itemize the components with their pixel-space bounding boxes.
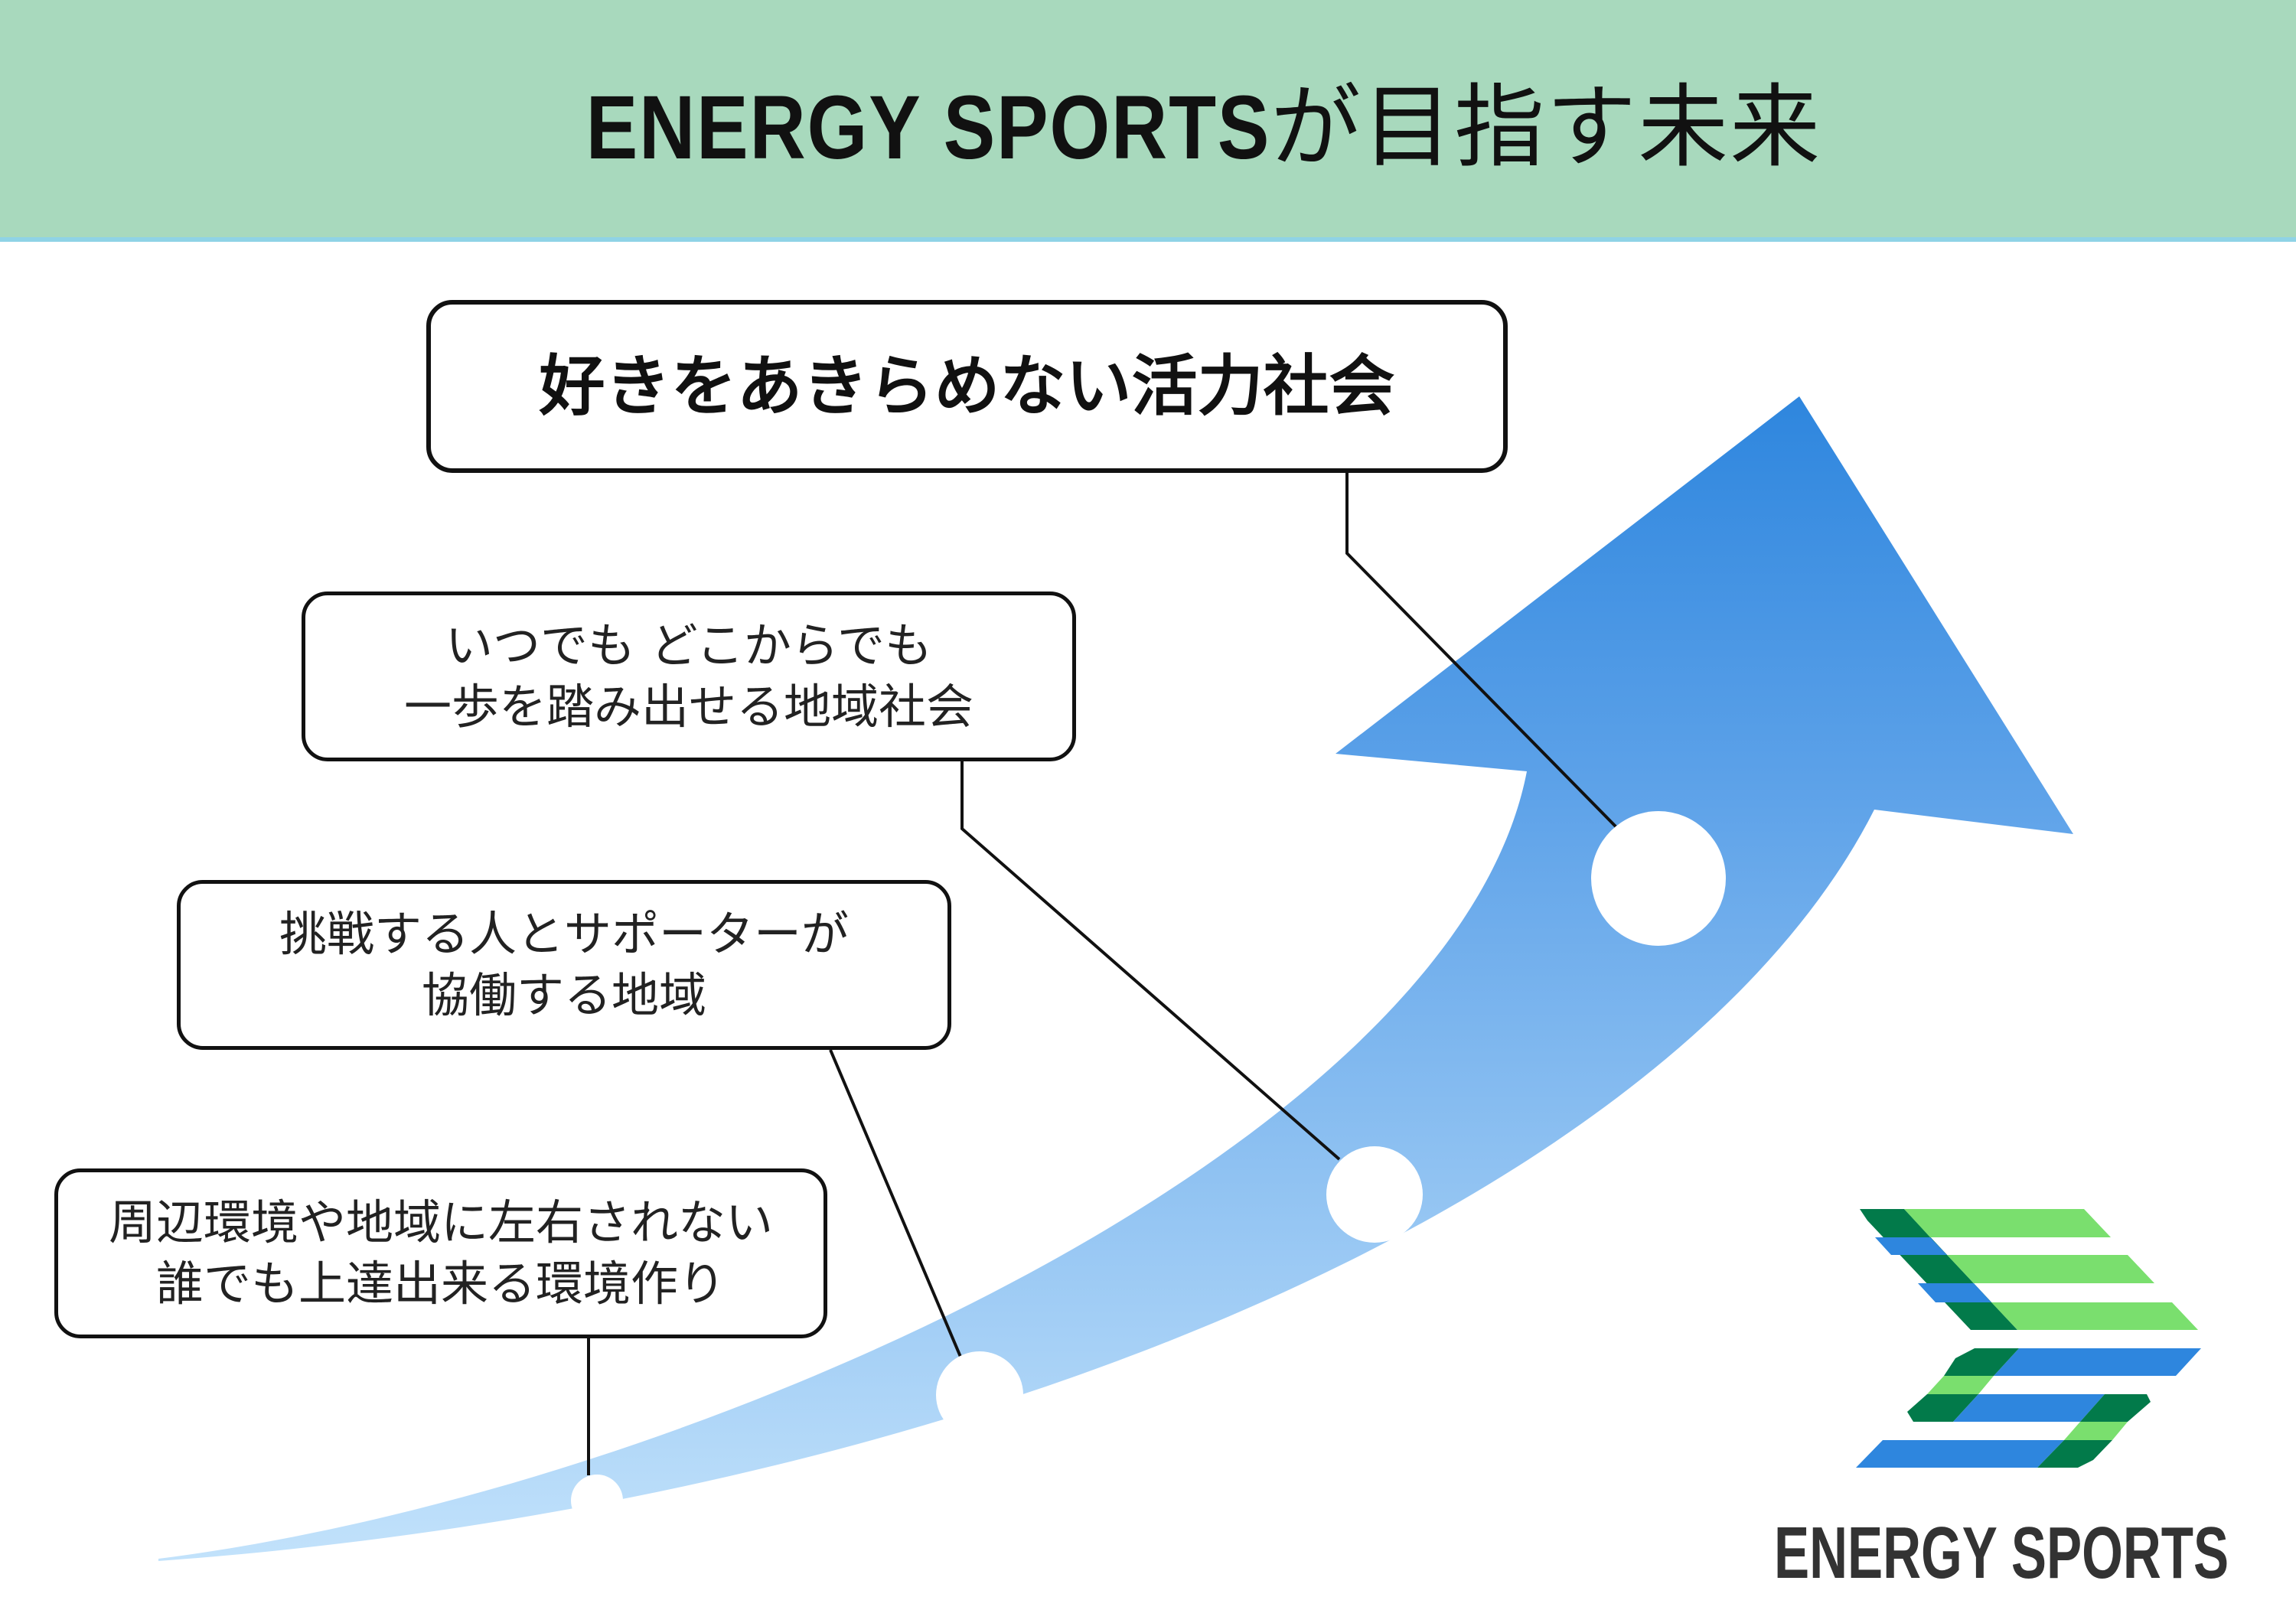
milestone-dot-2 [1326,1146,1423,1243]
goal-box-community-first-step: いつでも どこからでも 一歩を踏み出せる地域社会 [302,592,1076,761]
milestone-dot-1 [1591,811,1726,946]
milestone-dot-4 [571,1475,623,1527]
goal-box-supporters-collaboration: 挑戦する人とサポーターが 協働する地域 [177,880,951,1050]
title-suffix: が目指す未来 [1270,73,1822,180]
goal-box-environment: 周辺環境や地域に左右されない 誰でも上達出来る環境作り [54,1168,827,1338]
goal-text-line-1: 挑戦する人とサポーターが [279,906,849,962]
growth-arrow [158,396,2073,1561]
goal-text-line-2: 一歩を踏み出せる地域社会 [403,679,974,735]
page-title: ENERGY SPORTSが目指す未来 [475,54,1821,184]
connector-line-3 [829,1049,962,1357]
milestone-dot-3 [936,1351,1023,1439]
connector-line-2 [960,761,1341,1161]
goal-box-vibrant-society: 好きをあきらめない活力社会 [426,300,1508,473]
goal-text-line-2: 誰でも上達出来る環境作り [155,1256,726,1312]
header-banner: ENERGY SPORTSが目指す未来 [0,0,2296,242]
connector-line-1 [1345,473,1618,829]
logo-wordmark: ENERGY SPORTS [1774,1512,2229,1594]
title-brand: ENERGY SPORTS [585,77,1271,178]
goal-text-line-2: 協働する地域 [421,967,706,1023]
goal-text: 好きをあきらめない活力社会 [539,348,1395,425]
goal-text-line-1: 周辺環境や地域に左右されない [108,1194,773,1250]
energy-sports-logo-mark [1856,1209,2201,1468]
goal-text-line-1: いつでも どこからでも [445,618,932,673]
